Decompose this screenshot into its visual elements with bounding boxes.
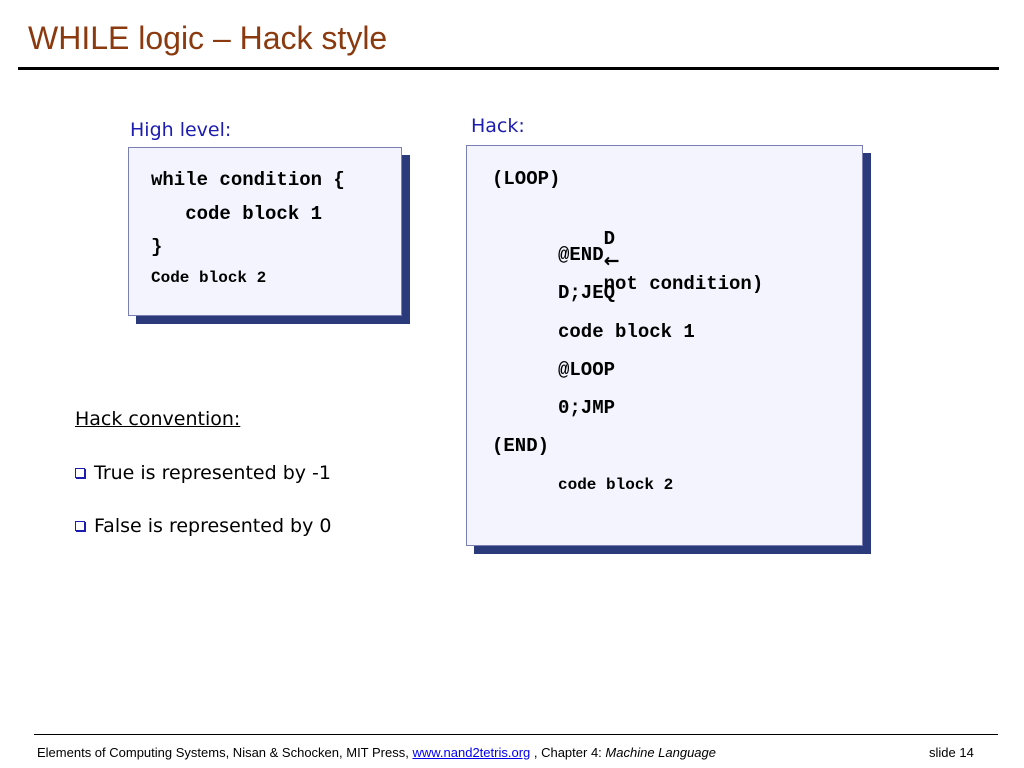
code-token: not condition) bbox=[603, 273, 764, 295]
code-line: D;JEQ bbox=[558, 282, 616, 304]
title-divider bbox=[18, 67, 999, 70]
bullet-text: True is represented by -1 bbox=[94, 462, 331, 484]
slide-title: WHILE logic – Hack style bbox=[28, 20, 388, 56]
code-line: Code block 2 bbox=[151, 269, 267, 287]
square-bullet-icon bbox=[75, 468, 85, 478]
footer-middle: , Chapter 4: bbox=[530, 745, 606, 760]
website-link[interactable]: www.nand2tetris.org bbox=[412, 745, 531, 760]
footer-prefix: Elements of Computing Systems, Nisan & S… bbox=[37, 745, 413, 760]
code-line: (END) bbox=[492, 435, 550, 457]
code-line: } bbox=[151, 236, 163, 258]
code-line: code block 2 bbox=[558, 476, 674, 494]
arrow-left-icon: ← bbox=[603, 250, 620, 272]
square-bullet-icon bbox=[75, 521, 85, 531]
chapter-name: Machine Language bbox=[605, 745, 716, 760]
code-token: D bbox=[603, 228, 616, 250]
bullet-text: False is represented by 0 bbox=[94, 515, 332, 537]
code-line: code block 1 bbox=[151, 203, 323, 225]
code-line: 0;JMP bbox=[558, 397, 616, 419]
code-line: @END bbox=[558, 244, 604, 266]
hack-code-box: (LOOP) D ← not condition) @END D;JEQ cod… bbox=[466, 145, 863, 546]
code-line: while condition { bbox=[151, 169, 345, 191]
bullet-item: True is represented by -1 bbox=[75, 462, 331, 484]
slide-number: slide 14 bbox=[929, 745, 974, 760]
high-level-code-box: while condition { code block 1 } Code bl… bbox=[128, 147, 402, 316]
code-line: code block 1 bbox=[558, 321, 695, 343]
footer-divider bbox=[34, 734, 998, 735]
code-line: (LOOP) bbox=[492, 168, 561, 190]
code-line: D ← not condition) bbox=[558, 206, 764, 317]
high-level-label: High level: bbox=[130, 119, 232, 141]
hack-label: Hack: bbox=[471, 115, 525, 137]
convention-heading: Hack convention: bbox=[75, 408, 241, 430]
code-line: @LOOP bbox=[558, 359, 616, 381]
footer-text: Elements of Computing Systems, Nisan & S… bbox=[37, 745, 716, 760]
bullet-item: False is represented by 0 bbox=[75, 515, 331, 537]
